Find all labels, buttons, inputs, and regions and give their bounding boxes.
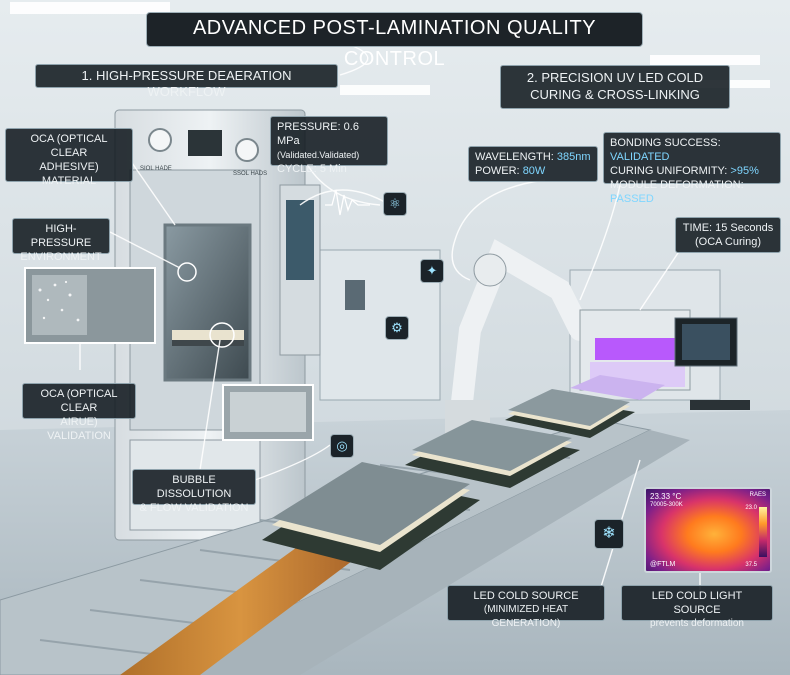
thermal-range: 70005-300K: [650, 502, 683, 508]
thermal-scale-bottom: 37.5: [745, 562, 757, 568]
oca-material-label: OCA (OPTICAL CLEAR ADHESIVE) MATERIAL: [5, 128, 133, 187]
oca-validation-label: OCA (OPTICAL CLEAR AIRUE) VALIDATION: [22, 383, 136, 442]
display-module: [262, 462, 480, 570]
wavelength-value: 385nm: [556, 151, 591, 163]
uv-light-icon: ✦: [420, 259, 444, 283]
oca-validation-line1: OCA (OPTICAL CLEAR: [40, 388, 118, 414]
robot-arm-icon: ⚙: [385, 316, 409, 340]
time-line1: TIME: 15 Seconds: [682, 222, 774, 234]
time-line2: (OCA Curing): [694, 236, 762, 248]
snowflake-icon: ❄: [594, 519, 624, 549]
oca-material-line2: ADHESIVE): [39, 161, 99, 173]
atom-icon: ⚛: [383, 192, 407, 216]
cycle-value: 5 Min: [319, 163, 347, 175]
led-cold-source-label: LED COLD SOURCE (MINIMIZED HEAT GENERATI…: [447, 585, 605, 629]
power-key: POWER:: [475, 165, 520, 177]
ceiling-light: [10, 2, 170, 14]
bonding-value: VALIDATED: [610, 151, 670, 163]
bonding-key: BONDING SUCCESS:: [610, 137, 721, 149]
cycle-key: CYCLE:: [277, 163, 317, 175]
power-value: 80W: [522, 165, 546, 177]
workflow-1-text: 1. HIGH-PRESSURE DEAERATION WORKFLOW: [81, 68, 292, 99]
deformation-key: MODULE DEFORMATION:: [610, 179, 744, 191]
workflow-2-line1: 2. PRECISION UV LED COLD: [526, 70, 704, 85]
oca-material-line3: MATERIAL: [41, 175, 97, 187]
high-pressure-env-line1: HIGH-PRESSURE: [30, 223, 92, 249]
page-title: ADVANCED POST-LAMINATION QUALITY CONTROL: [146, 12, 643, 70]
led-cold-light-label: LED COLD LIGHT SOURCE prevents deformati…: [621, 585, 773, 629]
led-cold-source-line2: (MINIMIZED HEAT GENERATION): [483, 604, 569, 629]
led-cold-light-line1: LED COLD LIGHT SOURCE: [651, 590, 743, 616]
validated-note: (Validated.Validated): [277, 150, 360, 160]
led-cold-light-line2: prevents deformation: [650, 618, 744, 629]
oca-material-line1: OCA (OPTICAL CLEAR: [30, 133, 108, 159]
gauge-icon: ◎: [330, 434, 354, 458]
display-module: [405, 420, 580, 488]
oca-validation-line2: AIRUE) VALIDATION: [47, 416, 111, 442]
workflow-1-heading: 1. HIGH-PRESSURE DEAERATION WORKFLOW: [35, 64, 338, 99]
thermal-scale-top: 23.0: [745, 505, 757, 511]
chamber-panel-label-1: SIOL HADE: [140, 166, 172, 172]
uniformity-key: CURING UNIFORMITY:: [610, 165, 728, 177]
thermal-brand: @FTLM: [650, 561, 676, 568]
wavelength-box: WAVELENGTH: 385nm POWER: 80W: [468, 146, 598, 182]
thermal-camera-inset: 23.33 °C 70005-300K RAES 23.0 37.5 @FTLM: [644, 487, 772, 573]
display-module: [570, 375, 665, 400]
bubble-line1: BUBBLE DISSOLUTION: [156, 474, 232, 500]
display-module: [505, 389, 635, 438]
pressure-value: 0.6 MPa: [277, 121, 359, 147]
workflow-2-line2: CURING & CROSS-LINKING: [530, 87, 700, 102]
bubble-line2: & FLOW VALIDATION: [139, 502, 249, 514]
pressure-key: PRESSURE:: [277, 121, 341, 133]
thermal-mode: RAES: [749, 492, 766, 498]
wavelength-key: WAVELENGTH:: [475, 151, 554, 163]
time-box: TIME: 15 Seconds (OCA Curing): [675, 217, 781, 253]
led-cold-source-line1: LED COLD SOURCE: [473, 590, 579, 602]
deformation-value: PASSED: [610, 193, 654, 205]
uniformity-value: >95%: [730, 165, 759, 177]
chamber-panel-label-2: SSOL HADS: [233, 171, 268, 177]
high-pressure-env-label: HIGH-PRESSURE ENVIRONMENT: [12, 218, 110, 263]
results-box: BONDING SUCCESS: VALIDATED CURING UNIFOR…: [603, 132, 781, 205]
thermal-color-scale: [759, 507, 767, 557]
workflow-2-heading: 2. PRECISION UV LED COLD CURING & CROSS-…: [500, 65, 730, 109]
thermal-temp: 23.33 °C: [650, 492, 682, 501]
bubble-validation-label: BUBBLE DISSOLUTION & FLOW VALIDATION: [132, 469, 256, 514]
high-pressure-env-line2: ENVIRONMENT: [20, 251, 102, 263]
pressure-box: PRESSURE: 0.6 MPa (Validated.Validated) …: [270, 116, 388, 175]
